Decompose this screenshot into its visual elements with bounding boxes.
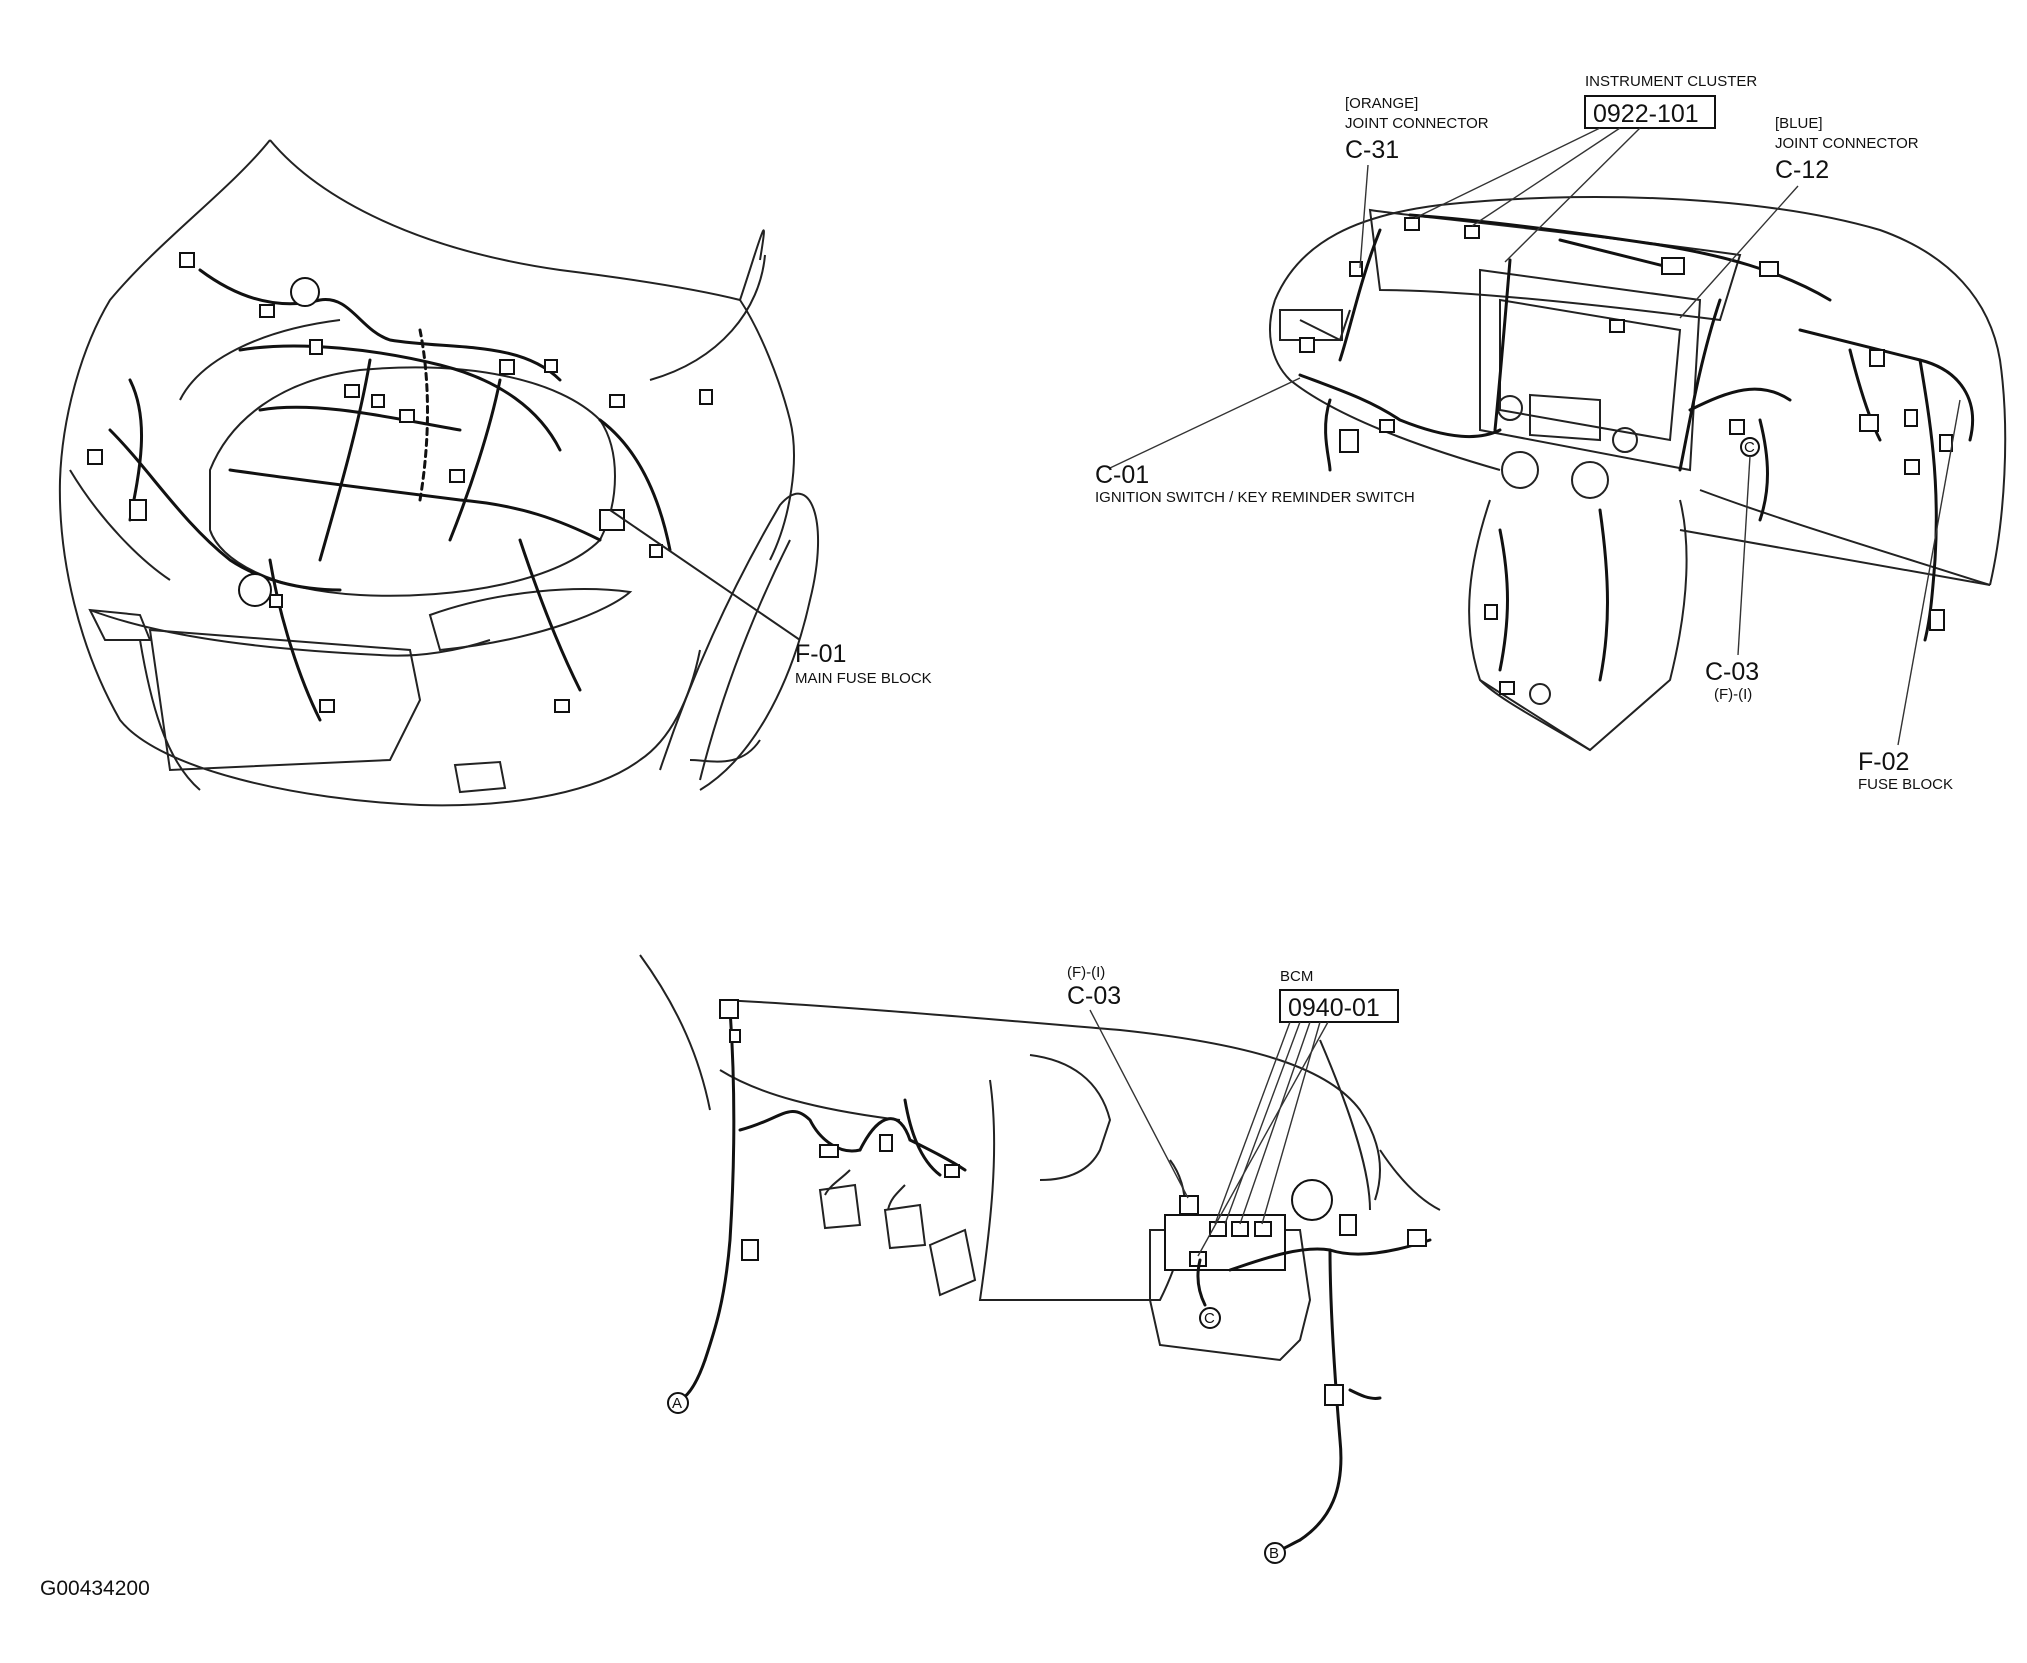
f02-desc: FUSE BLOCK (1858, 776, 1953, 793)
bcm-title: BCM (1280, 968, 1313, 985)
interior-c03-code: C-03 (1067, 982, 1121, 1010)
c31-color: [ORANGE] (1345, 95, 1418, 112)
dash-c03-code: C-03 (1705, 658, 1759, 686)
figure-id: G00434200 (40, 1577, 150, 1600)
cluster-code-box (1584, 95, 1716, 129)
c12-code: C-12 (1775, 156, 1829, 184)
bcm-code-box (1279, 989, 1399, 1023)
c01-desc: IGNITION SWITCH / KEY REMINDER SWITCH (1095, 489, 1415, 506)
c31-code: C-31 (1345, 136, 1399, 164)
f01-code: F-01 (795, 640, 846, 668)
interior-marker-b: B (1269, 1545, 1279, 1562)
engine-bay-view: F-01 MAIN FUSE BLOCK (58, 139, 932, 807)
c12-title: JOINT CONNECTOR (1775, 135, 1919, 152)
interior-view: A B C BCM 0940-01 (F)-(I) C-03 (639, 954, 1441, 1564)
f01-desc: MAIN FUSE BLOCK (795, 670, 932, 687)
cluster-title: INSTRUMENT CLUSTER (1585, 73, 1757, 90)
dash-c03-sub: (F)-(I) (1714, 686, 1752, 703)
c12-color: [BLUE] (1775, 115, 1823, 132)
f02-code: F-02 (1858, 748, 1909, 776)
interior-marker-c: C (1204, 1310, 1215, 1327)
c01-code: C-01 (1095, 461, 1149, 489)
cluster-code: 0922-101 (1593, 100, 1699, 128)
c31-title: JOINT CONNECTOR (1345, 115, 1489, 132)
dash-marker-c: C (1744, 439, 1755, 456)
interior-marker-a: A (672, 1395, 682, 1412)
dashboard-view: C INSTRUMENT CLUSTER 0922-101 [ORANGE] J… (1095, 73, 2007, 793)
bcm-code: 0940-01 (1288, 994, 1380, 1022)
interior-c03-sub: (F)-(I) (1067, 964, 1105, 981)
